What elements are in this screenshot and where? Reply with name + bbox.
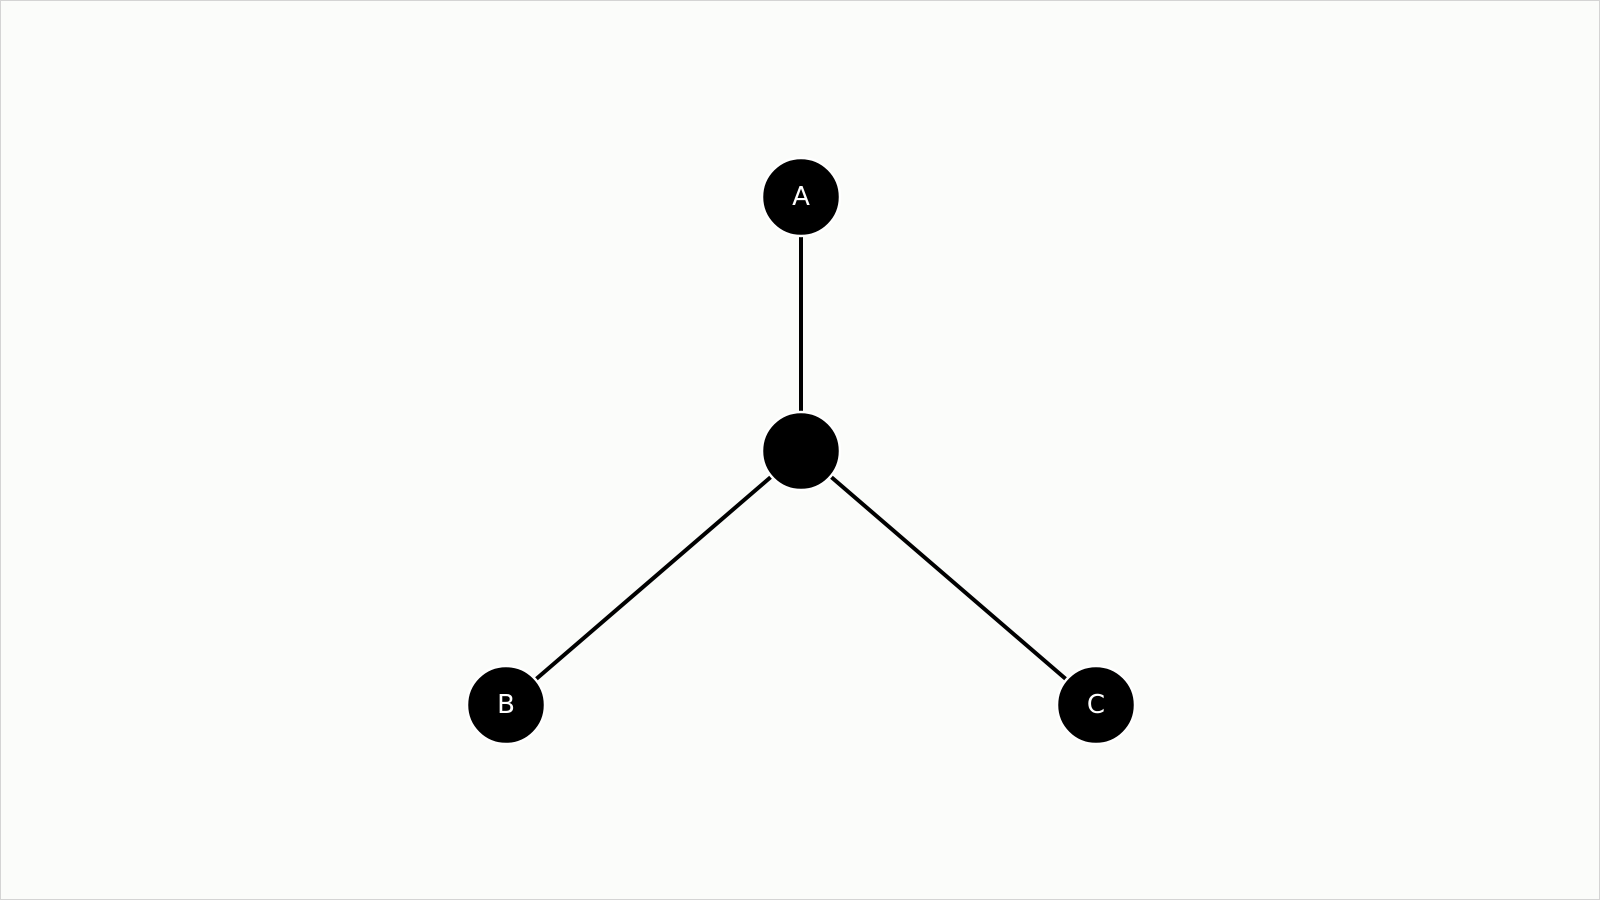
- node-a: A: [760, 156, 842, 238]
- node-b-circle: [465, 664, 547, 746]
- node-c-label: C: [1087, 690, 1105, 720]
- node-a-circle: [760, 156, 842, 238]
- edge-center-c: [799, 449, 1098, 707]
- node-b-label: B: [497, 690, 515, 720]
- node-center: [760, 410, 842, 492]
- node-c: C: [1055, 664, 1137, 746]
- node-c-circle: [1055, 664, 1137, 746]
- node-a-label: A: [792, 182, 810, 212]
- node-b: B: [465, 664, 547, 746]
- node-center-circle: [760, 410, 842, 492]
- edge-center-b: [504, 449, 803, 707]
